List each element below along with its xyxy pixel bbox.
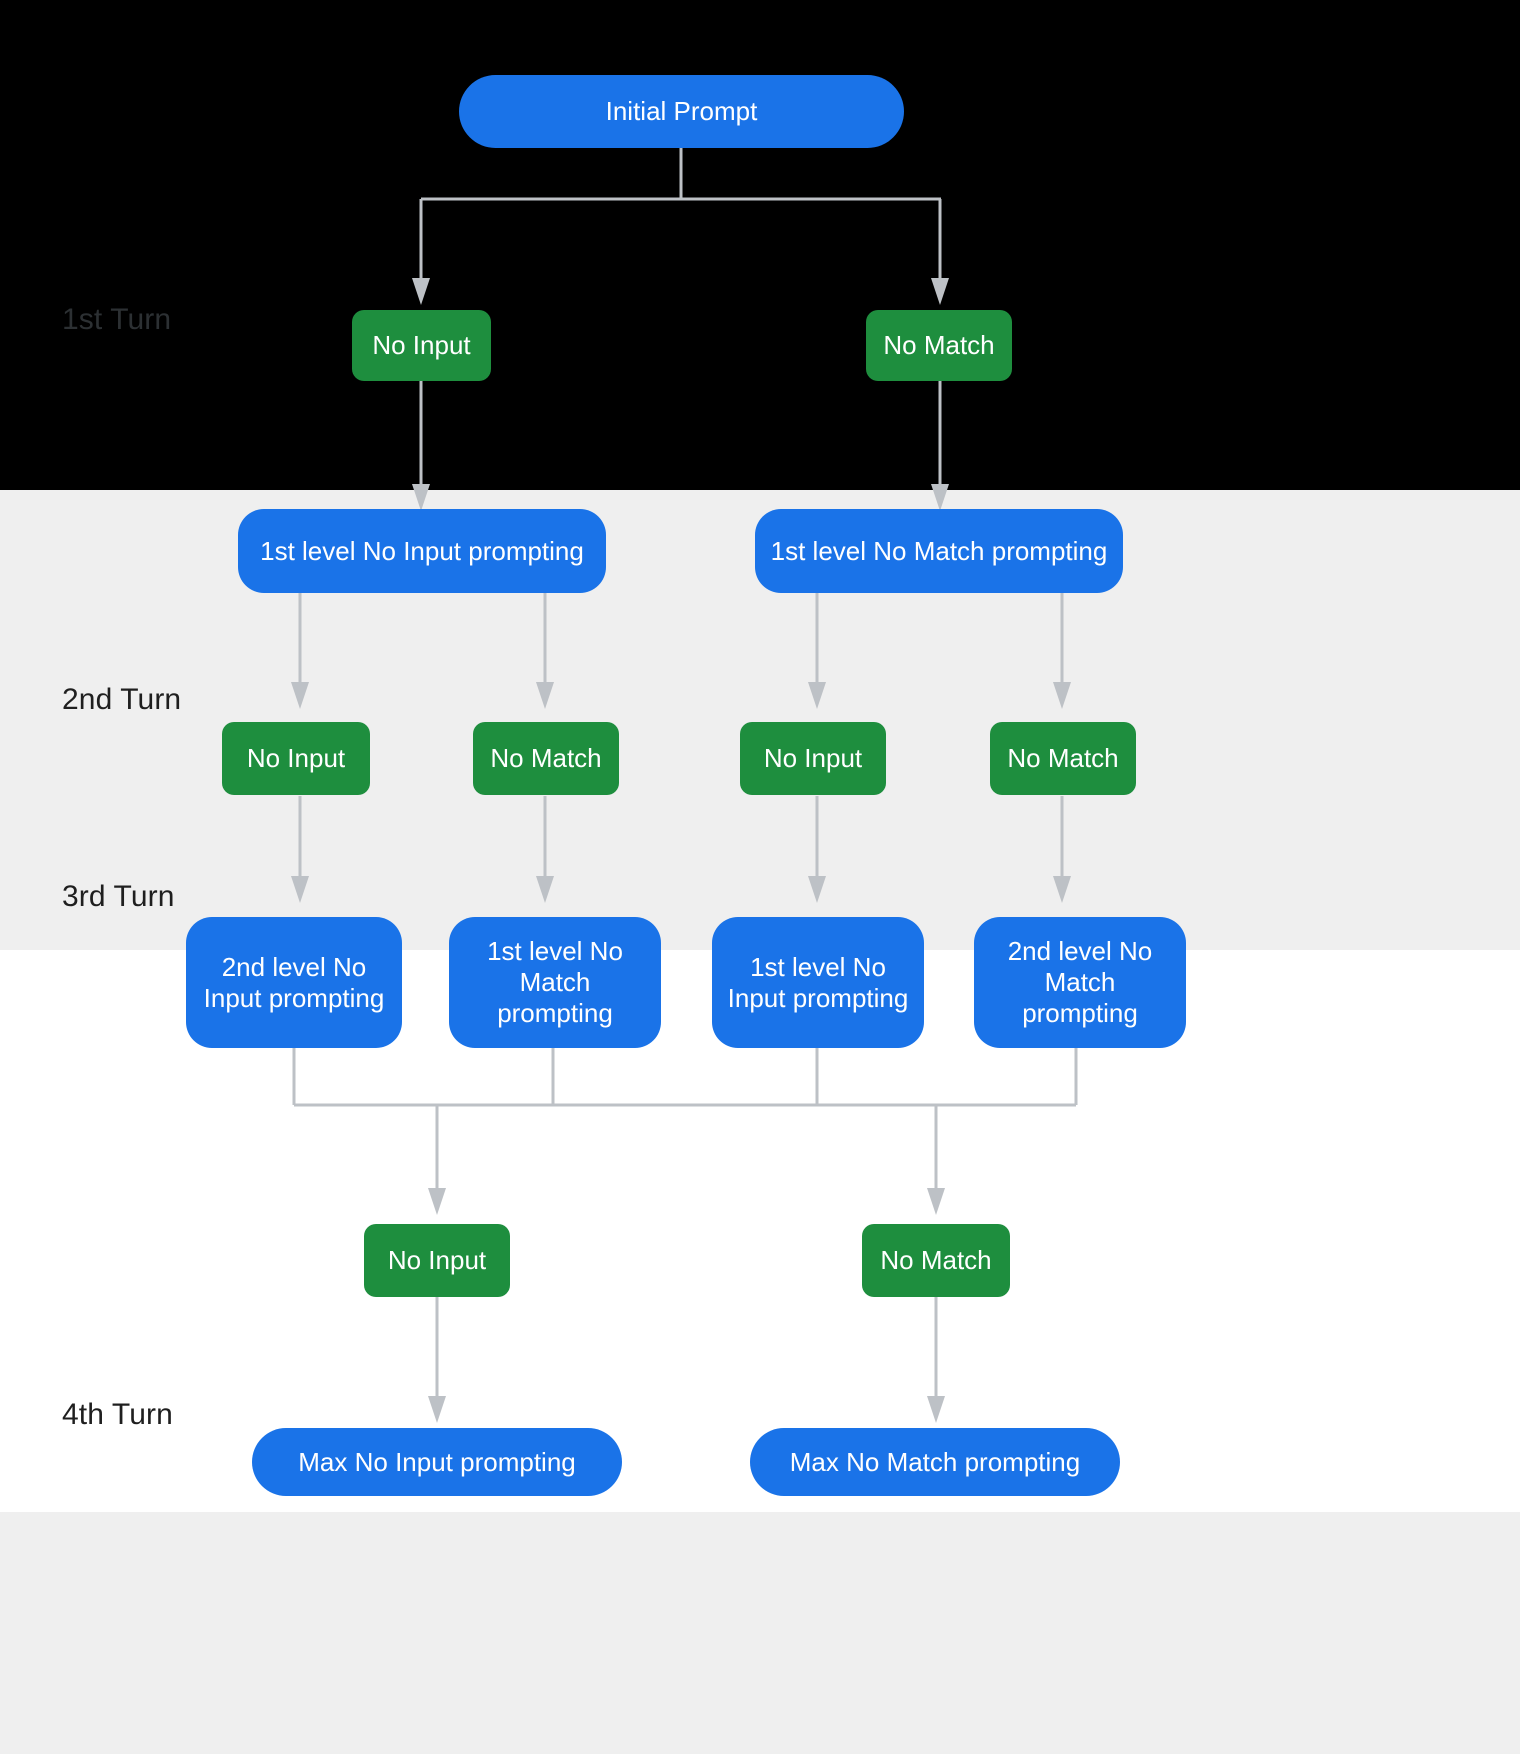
node-turn3-prompt-1st-no-input[interactable]: 1st level No Input prompting xyxy=(712,917,924,1048)
band-turn-4 xyxy=(0,1512,1520,1754)
node-turn4-max-no-input[interactable]: Max No Input prompting xyxy=(252,1428,622,1496)
node-turn3-no-input[interactable]: No Input xyxy=(364,1224,510,1297)
node-turn1-no-input[interactable]: No Input xyxy=(352,310,491,381)
node-turn3-prompt-2nd-no-input[interactable]: 2nd level No Input prompting xyxy=(186,917,402,1048)
turn-label-1: 1st Turn xyxy=(62,303,172,336)
node-turn4-max-no-match[interactable]: Max No Match prompting xyxy=(750,1428,1120,1496)
node-turn2-no-match-a[interactable]: No Match xyxy=(473,722,619,795)
node-turn2-no-input-b[interactable]: No Input xyxy=(740,722,886,795)
node-turn3-prompt-1st-no-match[interactable]: 1st level No Match prompting xyxy=(449,917,661,1048)
turn-label-2: 2nd Turn xyxy=(62,683,182,716)
node-initial-prompt[interactable]: Initial Prompt xyxy=(459,75,904,148)
turn-label-3: 3rd Turn xyxy=(62,880,175,913)
turn-label-4: 4th Turn xyxy=(62,1398,173,1431)
node-turn2-no-input-a[interactable]: No Input xyxy=(222,722,370,795)
node-turn2-prompt-no-input[interactable]: 1st level No Input prompting xyxy=(238,509,606,593)
node-turn1-no-match[interactable]: No Match xyxy=(866,310,1012,381)
node-turn2-prompt-no-match[interactable]: 1st level No Match prompting xyxy=(755,509,1123,593)
node-turn3-no-match[interactable]: No Match xyxy=(862,1224,1010,1297)
node-turn2-no-match-b[interactable]: No Match xyxy=(990,722,1136,795)
band-turn-1 xyxy=(0,0,1520,490)
node-turn3-prompt-2nd-no-match[interactable]: 2nd level No Match prompting xyxy=(974,917,1186,1048)
